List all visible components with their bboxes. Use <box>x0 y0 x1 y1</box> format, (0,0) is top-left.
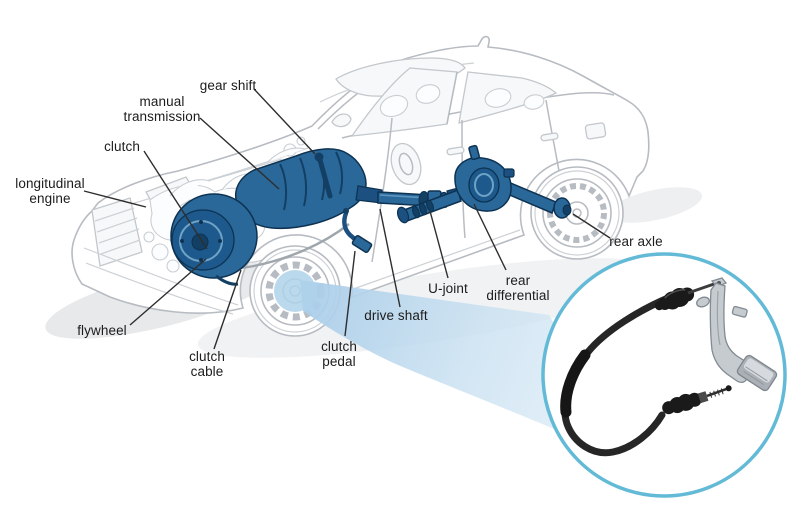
label-flywheel: flywheel <box>77 323 127 338</box>
label-manual-transmission: manual transmission <box>123 94 201 125</box>
label-gear-shift: gear shift <box>199 78 257 93</box>
inset-cable-boot <box>654 287 695 311</box>
label-rear-differential: rear differential <box>486 273 550 304</box>
door-handle-front <box>446 146 465 156</box>
label-clutch: clutch <box>104 139 140 154</box>
inset-bushing <box>696 296 710 308</box>
inset-clutch-cable-closeup <box>541 252 787 498</box>
fuel-door <box>584 122 607 140</box>
leader-lines <box>83 88 611 350</box>
rear-differential-part <box>454 144 515 212</box>
label-longitudinal-engine: longitudinal engine <box>15 176 85 207</box>
label-drive-shaft: drive shaft <box>364 308 428 323</box>
floor-ring <box>390 142 422 186</box>
label-clutch-pedal: clutch pedal <box>321 339 357 370</box>
label-rear-axle: rear axle <box>609 234 663 249</box>
manual-transmission-part <box>234 148 367 230</box>
label-u-joint: U-joint <box>428 281 468 296</box>
inset-cable <box>561 294 672 457</box>
interior-seats <box>379 84 545 118</box>
wheel-highlight <box>274 270 316 312</box>
inset-adjuster <box>662 385 732 415</box>
inset-pedal-pad <box>736 354 778 392</box>
gear-shift-part <box>314 152 333 199</box>
label-clutch-cable: clutch cable <box>189 349 225 380</box>
door-handle-rear <box>540 132 559 142</box>
clutch-pedal-part <box>342 208 373 254</box>
rear-wheel <box>530 166 624 260</box>
clutch-flywheel-part <box>170 193 258 286</box>
inset-rod-upper <box>687 282 715 295</box>
side-mirror <box>331 113 352 128</box>
drivetrain <box>170 144 572 286</box>
front-grille <box>91 197 143 267</box>
